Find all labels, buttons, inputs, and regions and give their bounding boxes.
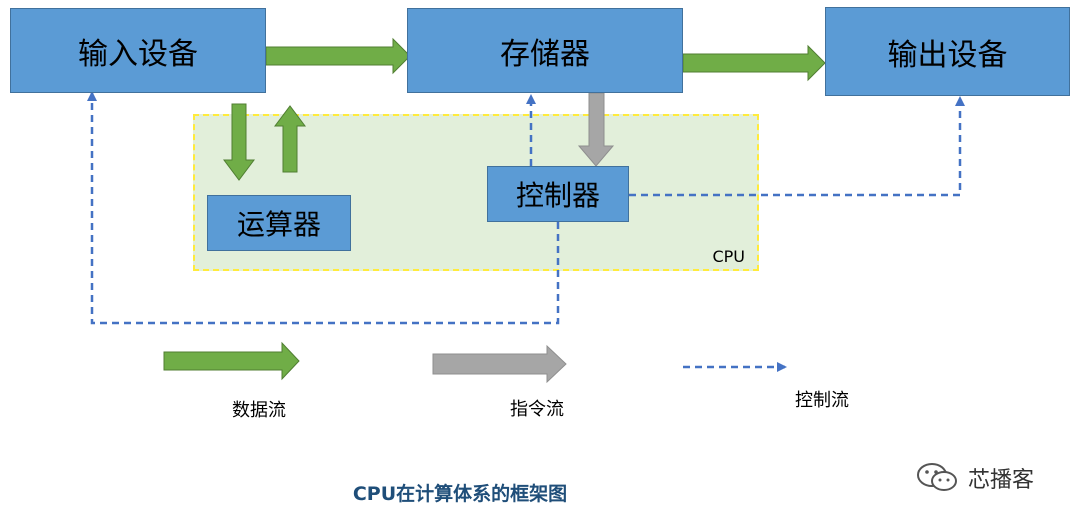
legend-instruction-flow-label: 指令流 xyxy=(510,399,564,420)
alu-label: 运算器 xyxy=(236,208,321,241)
data-arrow-down-to-alu xyxy=(223,103,255,181)
cpu-label: CPU xyxy=(712,247,745,266)
legend-control-flow-label: 控制流 xyxy=(795,390,849,411)
control-line-controller-to-output xyxy=(629,96,965,197)
figure-caption: CPU在计算体系的框架图 xyxy=(352,483,568,505)
controller-box: 控制器 xyxy=(487,166,629,222)
data-arrow-up-from-alu xyxy=(274,105,306,173)
data-arrow-memory-to-output xyxy=(682,44,826,82)
output-device-label: 输出设备 xyxy=(887,37,1008,73)
data-arrow-input-to-memory xyxy=(265,37,411,75)
legend-data-arrow xyxy=(163,341,300,381)
brand-name: 芯播客 xyxy=(968,468,1035,493)
brand-watermark: 芯播客 xyxy=(916,462,1034,494)
output-device-box: 输出设备 xyxy=(825,7,1070,96)
input-device-label: 输入设备 xyxy=(78,36,198,72)
wechat-icon xyxy=(917,463,957,491)
control-line-controller-to-input xyxy=(87,91,560,325)
legend-data-flow-label: 数据流 xyxy=(232,400,286,421)
alu-box: 运算器 xyxy=(207,195,351,251)
input-device-box: 输入设备 xyxy=(10,8,266,93)
controller-label: 控制器 xyxy=(515,179,600,212)
memory-label: 存储器 xyxy=(500,36,590,72)
instruction-arrow-memory-to-controller xyxy=(577,92,615,167)
memory-box: 存储器 xyxy=(407,8,683,93)
legend-instruction-arrow xyxy=(432,344,567,384)
